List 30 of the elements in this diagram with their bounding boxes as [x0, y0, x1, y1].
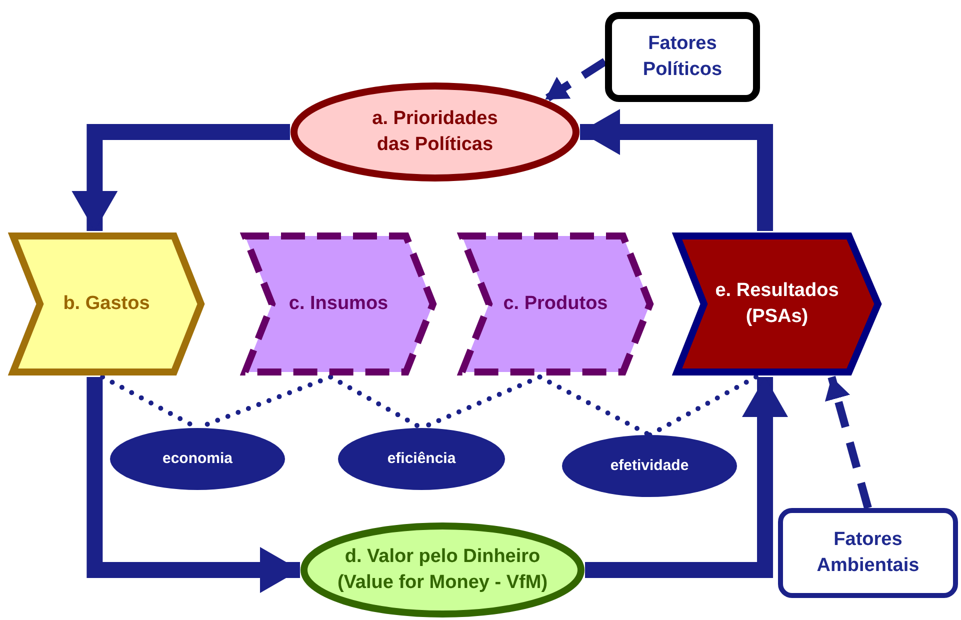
- flow-arrow: [580, 109, 774, 231]
- measure-ellipse: [562, 435, 737, 497]
- process-step: [672, 231, 882, 377]
- flow-arrow: [585, 377, 788, 578]
- node-label: b. Gastos: [63, 292, 150, 316]
- flow-arrow: [86, 377, 300, 593]
- factor-box: [778, 508, 958, 598]
- node-label: e. Resultados (PSAs): [714, 279, 840, 329]
- node-label: d. Valor pelo Dinheiro (Value for Money - VfM): [336, 545, 549, 595]
- dotted-line: [537, 374, 652, 438]
- flow-arrow: [72, 124, 290, 231]
- dashed-arrow: [824, 376, 872, 510]
- process-step: [457, 231, 654, 377]
- node-label: c. Insumos: [288, 292, 388, 316]
- measure-ellipse: [338, 428, 505, 490]
- dashed-arrow: [543, 58, 608, 103]
- node-label: Fatores Políticos: [642, 32, 724, 82]
- measure-ellipse: [110, 428, 285, 490]
- node-label: efetividade: [610, 456, 689, 476]
- process-step: [8, 231, 205, 377]
- node-label: c. Produtos: [503, 292, 608, 316]
- priority-ellipse: [290, 82, 580, 182]
- node-label: economia: [162, 448, 233, 469]
- value-ellipse: [300, 522, 585, 618]
- node-label: eficiência: [387, 448, 456, 469]
- factor-box: [605, 12, 760, 102]
- dotted-line: [647, 374, 758, 438]
- node-label: a. Prioridades das Políticas: [371, 107, 499, 157]
- node-label: Fatores Ambientais: [816, 528, 920, 578]
- process-step: [240, 231, 437, 377]
